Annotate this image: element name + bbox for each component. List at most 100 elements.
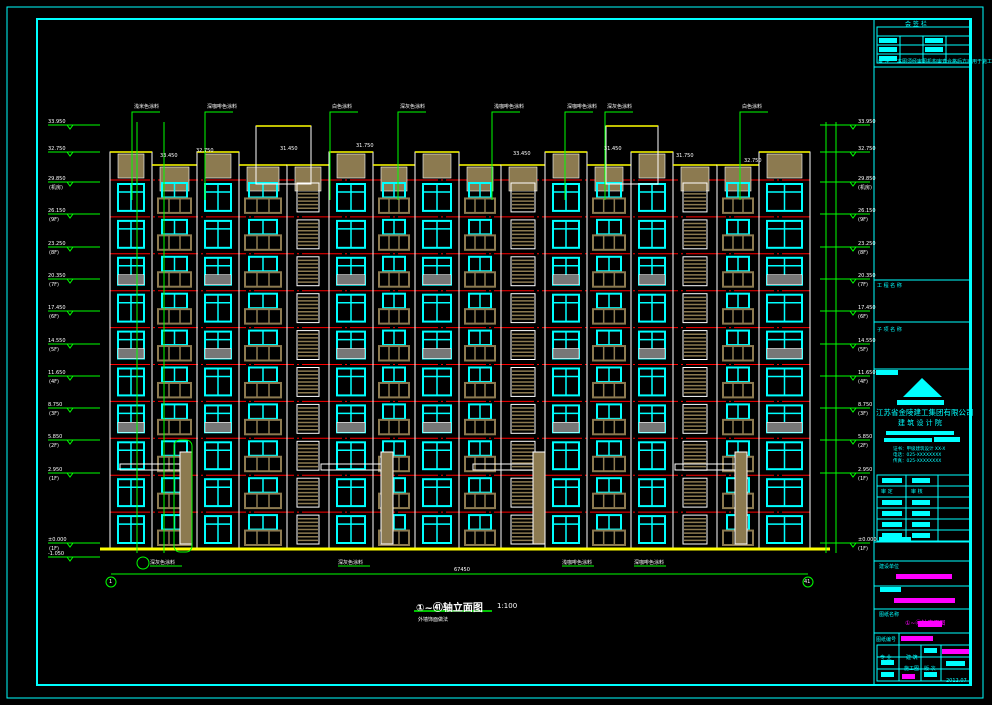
tb-fill bbox=[934, 437, 960, 442]
louver-panel bbox=[296, 440, 320, 471]
company-logo-icon bbox=[903, 378, 942, 397]
detail-highlight-box bbox=[173, 439, 193, 553]
louver-panel bbox=[682, 182, 708, 213]
material-callout-top: 白色涂料 bbox=[332, 104, 353, 110]
elevation-label-right: 5.850 bbox=[858, 434, 873, 440]
ac-grille bbox=[422, 348, 452, 359]
balcony-railing bbox=[378, 197, 410, 214]
floor-note-left: (机房) bbox=[49, 185, 63, 191]
roof-elevation-label: 32.750 bbox=[744, 158, 762, 164]
elevation-label-left: -1.050 bbox=[48, 551, 65, 557]
entrance-canopy bbox=[674, 463, 736, 471]
tb-fill bbox=[882, 511, 902, 516]
parapet-louver bbox=[766, 153, 803, 179]
louver-panel bbox=[682, 219, 708, 250]
role-cell bbox=[937, 507, 971, 520]
drawing-subtitle: 外墙饰面做法 bbox=[418, 617, 449, 623]
parapet-louver bbox=[422, 153, 452, 179]
roof-elevation-label: 32.750 bbox=[196, 148, 214, 154]
tb-fill bbox=[912, 511, 930, 516]
tb-fill bbox=[880, 587, 901, 592]
elevation-triangle-icon bbox=[66, 246, 74, 252]
balcony-railing bbox=[157, 271, 192, 288]
tb-drawing-name: ①~㊶轴立面图 bbox=[905, 620, 946, 627]
roof-elevation-label: 33.450 bbox=[160, 153, 178, 159]
elevation-triangle-icon bbox=[849, 246, 857, 252]
parapet-louver bbox=[204, 153, 232, 179]
elevation-triangle-icon bbox=[849, 151, 857, 157]
ac-grille bbox=[117, 348, 145, 359]
balcony-railing bbox=[592, 234, 626, 251]
floor-note-right: (3F) bbox=[858, 411, 868, 417]
roof-elevation-label: 31.450 bbox=[604, 146, 622, 152]
floor-note-right: (8F) bbox=[858, 250, 868, 256]
balcony-railing bbox=[378, 345, 410, 362]
louver-panel bbox=[682, 403, 708, 434]
floor-note-left: (8F) bbox=[49, 250, 59, 256]
parapet-louver bbox=[294, 166, 322, 192]
tb-version-label: 版 次 bbox=[924, 666, 936, 672]
tb-drawing-name-label: 图纸名称 bbox=[879, 612, 900, 618]
floor-note-right: (9F) bbox=[858, 217, 868, 223]
client-name-fill bbox=[896, 574, 952, 579]
elevation-label-right: 20.350 bbox=[858, 273, 876, 279]
balcony-railing bbox=[378, 418, 410, 436]
material-callout-top: 浅米色涂料 bbox=[134, 104, 160, 110]
parapet-louver bbox=[336, 153, 366, 179]
balcony-railing bbox=[378, 381, 410, 399]
balcony-railing bbox=[464, 271, 496, 288]
roof-elevation-label: 31.750 bbox=[356, 143, 374, 149]
elevation-triangle-icon bbox=[849, 542, 857, 548]
louver-panel bbox=[510, 367, 536, 397]
ac-grille bbox=[336, 348, 366, 359]
balcony-railing bbox=[244, 271, 282, 288]
axis-label-start: 1 bbox=[109, 579, 113, 585]
ac-grille bbox=[552, 421, 580, 433]
material-callout-top: 深咖啡色涂料 bbox=[207, 104, 238, 110]
drawing-title: ①~㊶轴立面图 bbox=[416, 603, 483, 614]
ac-grille bbox=[552, 274, 580, 286]
elevation-label-left: 32.750 bbox=[48, 146, 66, 152]
balcony-railing bbox=[722, 381, 754, 399]
ac-grille bbox=[117, 274, 145, 286]
tb-fill bbox=[882, 500, 902, 505]
balcony-railing bbox=[592, 455, 626, 473]
drawing-scale: 1:100 bbox=[497, 602, 518, 610]
elevation-label-left: 5.850 bbox=[48, 434, 63, 440]
elevation-triangle-icon bbox=[849, 472, 857, 478]
elevation-triangle-icon bbox=[849, 343, 857, 349]
inner-frame bbox=[36, 18, 972, 686]
title-block bbox=[874, 26, 971, 682]
elevation-triangle-icon bbox=[849, 407, 857, 413]
ac-grille bbox=[422, 421, 452, 433]
tb-project-label: 工 程 名 称 bbox=[877, 283, 902, 289]
tb-role-1: 审 定 bbox=[881, 489, 893, 495]
tb-fill bbox=[886, 431, 954, 435]
balcony-railing bbox=[378, 234, 410, 251]
parapet-louver bbox=[508, 166, 538, 192]
balcony-railing bbox=[722, 308, 754, 325]
balcony-railing bbox=[722, 234, 754, 251]
elevation-label-left: 20.350 bbox=[48, 273, 66, 279]
ac-grille bbox=[766, 274, 803, 286]
balcony-railing bbox=[464, 418, 496, 436]
detail-bubble bbox=[136, 556, 150, 570]
elevation-triangle-icon bbox=[66, 181, 74, 187]
ac-grille bbox=[766, 348, 803, 359]
roof-elevation-label: 33.450 bbox=[513, 151, 531, 157]
tb-cert-line-1: 证书：甲级建筑设计 XX-X bbox=[893, 447, 946, 452]
elevation-triangle-icon bbox=[66, 213, 74, 219]
axis-label-end: 41 bbox=[804, 579, 811, 585]
axis-bubble-start bbox=[105, 576, 117, 588]
role-cell bbox=[937, 518, 971, 531]
louver-panel bbox=[296, 330, 320, 361]
balcony-railing bbox=[592, 271, 626, 288]
callout-leader bbox=[739, 111, 768, 200]
balcony-railing bbox=[378, 271, 410, 288]
balcony-railing bbox=[464, 197, 496, 214]
louver-panel bbox=[682, 256, 708, 287]
tb-fill bbox=[924, 648, 937, 653]
material-callout-top: 白色涂料 bbox=[742, 104, 763, 110]
elevation-label-right: 32.750 bbox=[858, 146, 876, 152]
balcony-railing bbox=[464, 345, 496, 362]
